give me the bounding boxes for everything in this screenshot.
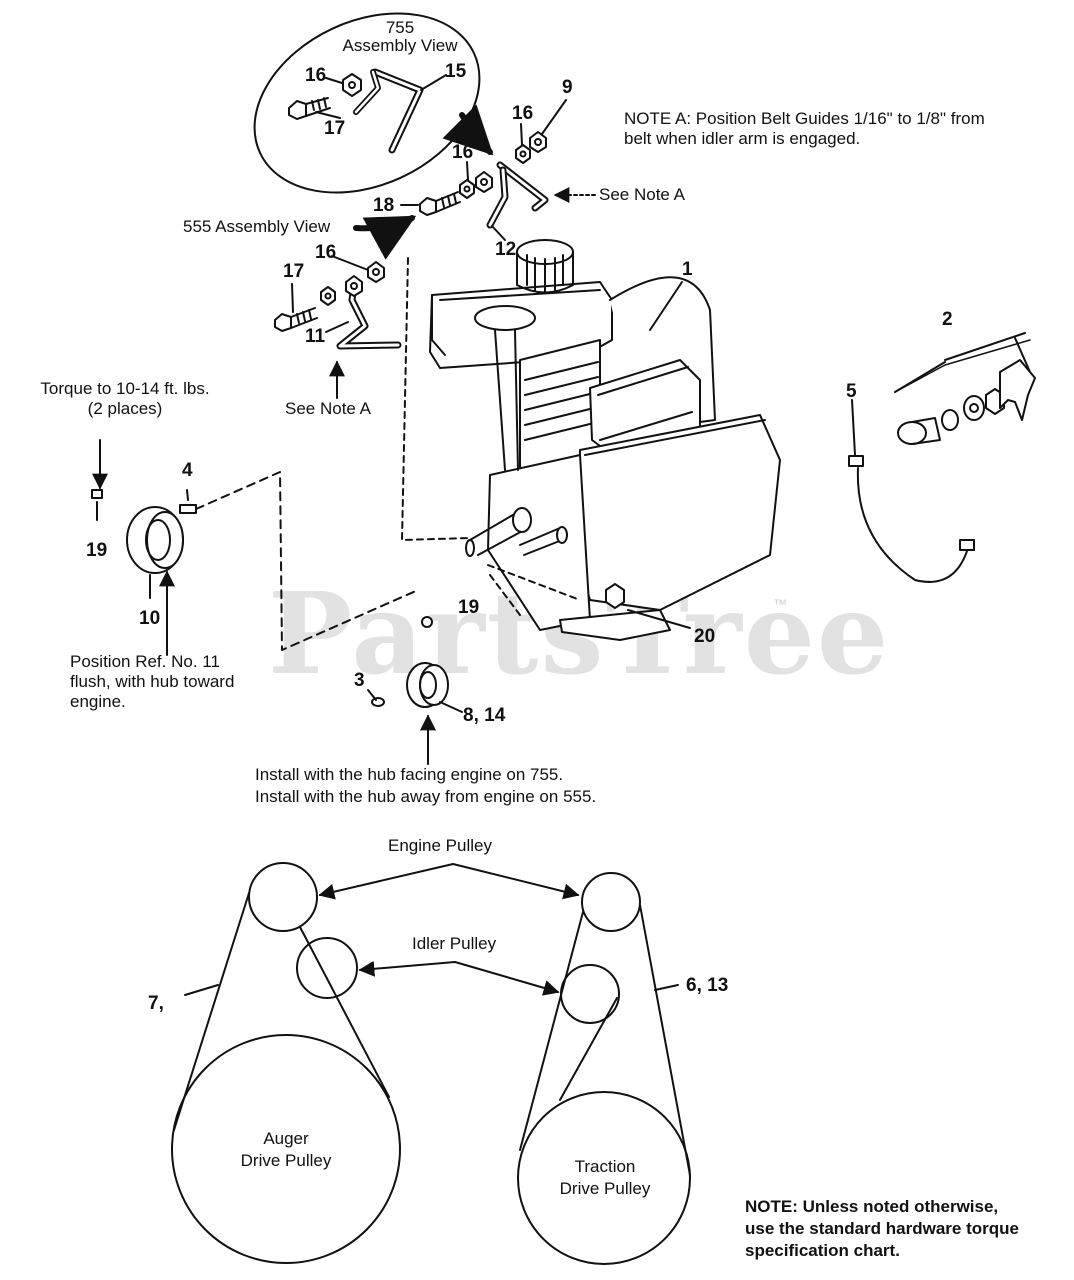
callout-17-ellipse: 17 — [324, 118, 346, 139]
view-755-label: Assembly View — [342, 36, 458, 55]
callout-2: 2 — [942, 309, 953, 330]
auger-label-line2: Drive Pulley — [240, 1151, 332, 1170]
traction-drive-pulley — [517, 1091, 691, 1265]
engine-drawing — [429, 239, 781, 641]
callout-7: 7, — [148, 993, 164, 1014]
position-note-line2: flush, with hub toward — [70, 672, 235, 691]
callout-8-14: 8, 14 — [463, 705, 506, 726]
idler-pulley-label: Idler Pulley — [412, 934, 497, 953]
callout-16-ellipse: 16 — [305, 65, 327, 86]
callout-12: 12 — [495, 239, 517, 260]
callout-19-mid: 19 — [458, 597, 480, 618]
view-555-label: 555 Assembly View — [183, 217, 331, 236]
torque-note-line2: (2 places) — [87, 399, 163, 418]
hardware-note-line3: specification chart. — [745, 1241, 900, 1260]
callout-19-left: 19 — [86, 540, 108, 561]
callout-16-mid: 16 — [452, 142, 474, 163]
callout-18: 18 — [373, 195, 395, 216]
position-note-line3: engine. — [70, 692, 126, 711]
engine-pulley-left — [248, 862, 318, 932]
note-a-line2: belt when idler arm is engaged. — [624, 129, 861, 148]
view-755-number: 755 — [385, 18, 415, 37]
callout-16-lower: 16 — [315, 242, 337, 263]
idler-pulley-right — [560, 964, 620, 1024]
auger-drive-pulley — [171, 1034, 401, 1264]
callout-11: 11 — [305, 326, 326, 347]
torque-note-line1: Torque to 10-14 ft. lbs. — [40, 379, 210, 398]
auger-label-line1: Auger — [263, 1129, 309, 1148]
assembly-view-755-ellipse — [253, 12, 481, 194]
engine-pulley-right — [581, 872, 641, 932]
traction-label-line1: Traction — [574, 1157, 636, 1176]
traction-label-line2: Drive Pulley — [559, 1179, 651, 1198]
callout-1: 1 — [682, 259, 693, 280]
callout-6-13: 6, 13 — [686, 975, 729, 996]
callout-15: 15 — [445, 61, 467, 82]
belt-routing-diagram — [171, 862, 691, 1265]
install-note-line1: Install with the hub facing engine on 75… — [255, 765, 564, 784]
callout-10: 10 — [139, 608, 161, 629]
idler-pulley-left — [296, 937, 358, 999]
callout-5: 5 — [846, 381, 857, 402]
engine-pulley-label: Engine Pulley — [388, 836, 492, 855]
see-note-a-lower: See Note A — [285, 399, 372, 418]
callout-4: 4 — [182, 460, 193, 481]
callout-3: 3 — [354, 670, 365, 691]
hardware-note-line2: use the standard hardware torque — [745, 1219, 1019, 1238]
see-note-a-upper: See Note A — [599, 185, 686, 204]
note-a-line1: NOTE A: Position Belt Guides 1/16" to 1/… — [624, 109, 985, 128]
callout-9: 9 — [562, 77, 573, 98]
callout-16-top: 16 — [512, 103, 534, 124]
position-note-line1: Position Ref. No. 11 — [70, 652, 220, 671]
hardware-note-line1: NOTE: Unless noted otherwise, — [745, 1197, 999, 1216]
watermark-trademark: ™ — [773, 596, 787, 612]
callout-20: 20 — [694, 626, 716, 647]
install-note-line2: Install with the hub away from engine on… — [255, 787, 597, 806]
callout-17-lower: 17 — [283, 261, 305, 282]
